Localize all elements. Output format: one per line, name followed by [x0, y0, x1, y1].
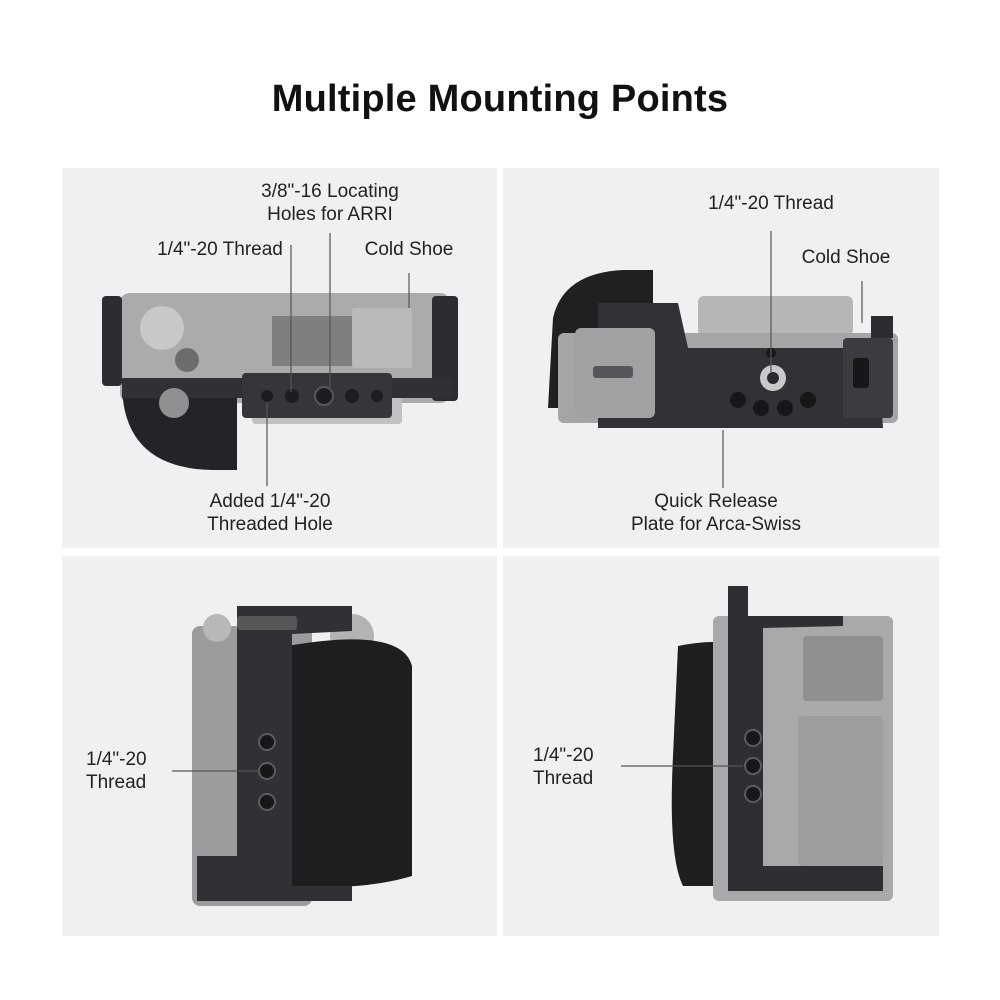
label-thread-line1: 1/4"-20: [533, 745, 594, 766]
opposite-side-cage-illustration: [621, 586, 893, 901]
label-thread: 1/4"-20 Thread: [157, 239, 283, 260]
panel-bottom-view: 1/4"-20 Thread Cold Shoe Quick Release P…: [503, 168, 939, 548]
label-quick-release: Quick Release Plate for Arca-Swiss: [611, 490, 821, 536]
label-quick-release-line2: Plate for Arca-Swiss: [631, 514, 801, 535]
label-quick-release-line1: Quick Release: [654, 491, 778, 512]
label-locating-holes-line2: Holes for ARRI: [267, 204, 393, 225]
label-thread: 1/4"-20 Thread: [86, 748, 176, 794]
label-thread: 1/4"-20 Thread: [708, 193, 834, 214]
label-thread-line2: Thread: [86, 772, 147, 793]
bottom-view-cage-illustration: [548, 231, 898, 488]
top-view-cage-illustration: [102, 233, 458, 486]
panel-top-view: 3/8"-16 Locating Holes for ARRI 1/4"-20 …: [62, 168, 497, 548]
label-thread-line2: Thread: [533, 768, 594, 789]
label-added-hole: Added 1/4"-20 Threaded Hole: [190, 490, 350, 536]
label-locating-holes-line1: 3/8"-16 Locating: [261, 181, 399, 202]
panel-opposite-side-view: 1/4"-20 Thread: [503, 556, 939, 936]
label-thread: 1/4"-20 Thread: [533, 744, 623, 790]
grip-side-cage-illustration: [172, 606, 412, 906]
label-locating-holes: 3/8"-16 Locating Holes for ARRI: [230, 180, 430, 226]
label-added-hole-line2: Threaded Hole: [207, 514, 333, 535]
label-thread-line1: 1/4"-20: [86, 749, 147, 770]
panel-grip-side-view: 1/4"-20 Thread: [62, 556, 497, 936]
label-added-hole-line1: Added 1/4"-20: [209, 491, 331, 512]
label-cold-shoe: Cold Shoe: [364, 239, 454, 260]
label-cold-shoe: Cold Shoe: [801, 247, 891, 268]
page-title: Multiple Mounting Points: [271, 78, 729, 120]
